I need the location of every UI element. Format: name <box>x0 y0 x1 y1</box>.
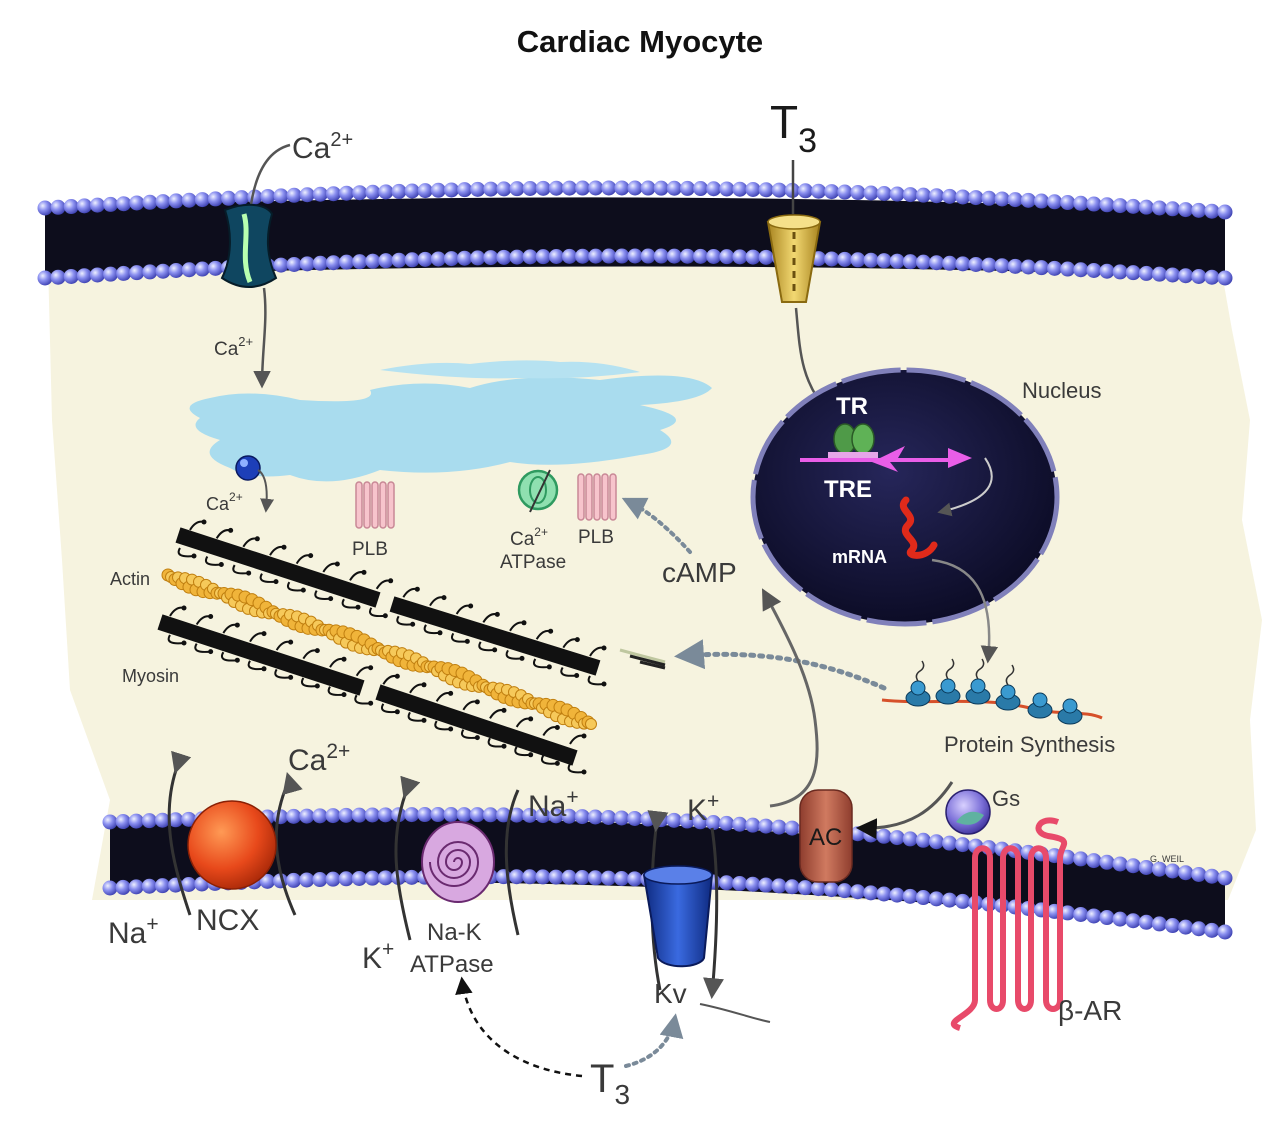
plb-left-label: PLB <box>352 539 388 560</box>
ncx-exchanger: Ca2+ Na+ NCX <box>108 740 350 950</box>
new-protein-fragment <box>619 639 887 691</box>
plb-coil-icon <box>577 473 617 521</box>
t3-bottom-label: T3 <box>590 1057 630 1110</box>
ca-atpase-label-2: ATPase <box>500 552 566 573</box>
gs-label: Gs <box>992 786 1020 811</box>
plb-right-label: PLB <box>578 527 614 548</box>
thyroid-receptor-icon <box>828 423 878 462</box>
nucleus-label: Nucleus <box>1022 378 1101 403</box>
sarcomere-filaments: Actin Myosin <box>110 519 607 775</box>
protein-synthesis-label: Protein Synthesis <box>944 732 1115 757</box>
phospholamban-right: PLB <box>577 473 617 548</box>
myosin-label: Myosin <box>122 666 179 686</box>
nak-label-1: Na-K <box>427 919 482 946</box>
adenylyl-cyclase: AC <box>761 588 853 883</box>
ca-atpase-icon <box>517 469 559 511</box>
tr-label: TR <box>836 393 868 420</box>
kv-label: Kv <box>654 978 687 1009</box>
ca-channel-label: Ca2+ <box>214 334 253 360</box>
ncx-icon <box>187 800 277 890</box>
sr-ca-release: Ca2+ <box>206 455 275 514</box>
beta-ar-label: β-AR <box>1058 995 1122 1026</box>
myosin-filament-top <box>175 527 601 676</box>
ca-atpase-label-1: Ca2+ <box>510 525 548 550</box>
nak-na-label: Na+ <box>528 786 579 823</box>
ac-icon <box>799 789 853 883</box>
plb-coil-icon <box>355 481 395 529</box>
nak-label-2: ATPase <box>410 951 494 978</box>
nak-k-label: K+ <box>362 938 394 975</box>
ca-sr-label: Ca2+ <box>206 490 243 514</box>
actin-filament <box>161 568 597 730</box>
phospholamban-left: PLB <box>352 481 395 560</box>
calcium-channel-icon <box>220 203 278 288</box>
gs-protein: Gs <box>855 781 1020 840</box>
illustrator-signature: G. WEIL <box>1150 854 1184 864</box>
t3-bottom-group: T3 <box>455 976 684 1110</box>
ncx-ca-label: Ca2+ <box>288 740 350 777</box>
mrna-strand-icon <box>900 496 938 559</box>
t3-top-label: T3 <box>770 96 817 160</box>
na-k-atpase-icon <box>421 821 495 903</box>
beta-adrenergic-receptor: β-AR G. WEIL <box>950 817 1184 1031</box>
gs-protein-icon <box>945 789 991 835</box>
myosin-heads <box>167 519 607 775</box>
ncx-label: NCX <box>196 904 259 937</box>
ca-top-label: Ca2+ <box>292 129 353 165</box>
ncx-na-label: Na+ <box>108 913 159 950</box>
camp-signal: cAMP <box>621 497 737 588</box>
mrna-label: mRNA <box>832 547 887 567</box>
ac-label: AC <box>809 824 842 851</box>
myosin-filament-bottom <box>157 614 578 766</box>
kv-k-label: K+ <box>687 790 719 827</box>
ca-channel-group: Ca2+ Ca2+ <box>214 129 353 389</box>
na-k-atpase: Na+ K+ Na-K ATPase <box>362 775 579 978</box>
sarcoplasmic-reticulum <box>189 360 713 482</box>
tre-label: TRE <box>824 476 872 503</box>
top-plasma-membrane <box>37 180 1233 286</box>
protein-synthesis: Protein Synthesis <box>881 658 1115 757</box>
diagram-title: Cardiac Myocyte <box>517 24 763 59</box>
camp-label: cAMP <box>662 557 737 588</box>
nucleus: Nucleus TR TRE mRNA <box>750 367 1101 664</box>
serca-pump: Ca2+ ATPase <box>500 469 566 573</box>
transcription-arrow <box>800 446 972 472</box>
beta-ar-icon <box>950 817 1068 1031</box>
calcium-ion-icon <box>235 455 261 481</box>
actin-label: Actin <box>110 569 150 589</box>
kv-channel: K+ Kv <box>642 790 771 1023</box>
